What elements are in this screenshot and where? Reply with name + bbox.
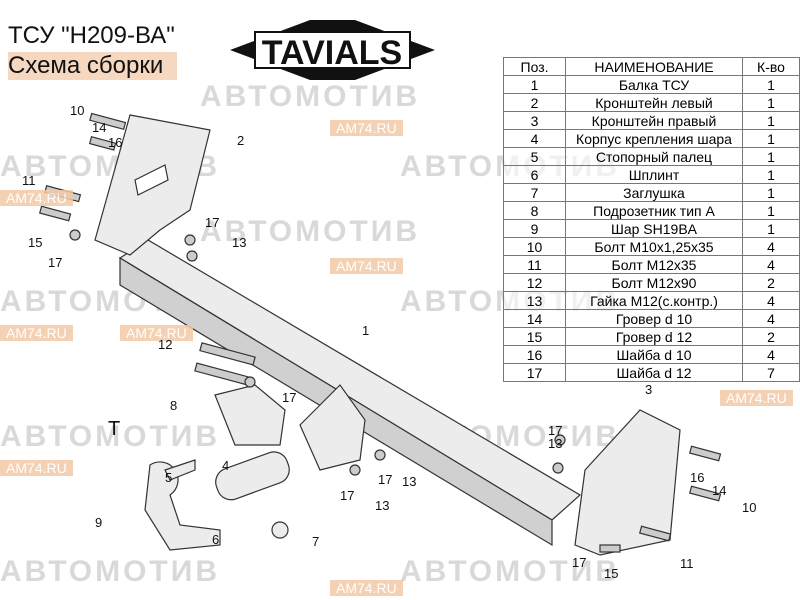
part-callout: 14 (712, 483, 727, 498)
part-callout: 17 (282, 390, 297, 405)
part-callout: 16 (108, 135, 123, 150)
part-callout: 2 (237, 133, 245, 148)
part-callout: 17 (378, 472, 393, 487)
mount-plate (299, 384, 366, 471)
row-name: Болт М12х35 (565, 255, 743, 274)
part-callout: 13 (232, 235, 247, 250)
tow-ball-9 (144, 461, 221, 551)
part-callout: 14 (92, 120, 107, 135)
part-callout: 1 (362, 323, 370, 338)
watermark-site: AM74.RU (330, 580, 403, 596)
part-callout: 13 (375, 498, 390, 513)
part-callout: 17 (340, 488, 355, 503)
tavials-logo: TAVIALS (230, 20, 435, 80)
col-pos: Поз. (503, 57, 566, 76)
right-bracket (574, 409, 681, 556)
part-callout: 17 (48, 255, 63, 270)
part-callout: 4 (222, 458, 230, 473)
watermark: АВТОМОТИВ (200, 215, 420, 248)
watermark-site: AM74.RU (720, 390, 793, 406)
row-name: Стопорный палец (565, 147, 743, 166)
row-name: Кронштейн левый (565, 93, 743, 112)
row-pos: 14 (503, 309, 566, 328)
row-pos: 12 (503, 273, 566, 292)
part-callout: 10 (742, 500, 757, 515)
watermark-site: AM74.RU (0, 325, 73, 341)
row-qty: 7 (742, 363, 800, 382)
watermark: АВТОМОТИВ (200, 80, 420, 113)
socket-plate-8 (214, 384, 286, 446)
part-callout: 13 (402, 474, 417, 489)
watermark-site: AM74.RU (330, 120, 403, 136)
beam (118, 239, 582, 521)
watermark: АВТОМОТИВ (0, 420, 220, 453)
part-callout: 13 (548, 436, 563, 451)
row-qty: 1 (742, 129, 800, 148)
watermark-site: AM74.RU (330, 258, 403, 274)
watermark: АВТОМОТИВ (400, 555, 620, 588)
part-callout: 5 (165, 470, 173, 485)
part-callout: 8 (170, 398, 178, 413)
part-callout: 15 (604, 566, 619, 581)
watermark-site: AM74.RU (120, 325, 193, 341)
part-callout: 17 (572, 555, 587, 570)
part-callout: 17 (205, 215, 220, 230)
row-name: Гайка М12(с.контр.) (565, 291, 743, 310)
part-callout: 12 (158, 337, 173, 352)
part-callout: 16 (690, 470, 705, 485)
part-callout: 11 (680, 556, 694, 571)
part-callout: 3 (645, 382, 653, 397)
row-name: Шайба d 12 (565, 363, 743, 382)
page-subtitle: Схема сборки (8, 52, 178, 80)
part-callout: 6 (212, 532, 220, 547)
part-callout: 15 (28, 235, 43, 250)
watermark: АВТОМОТИВ (0, 555, 220, 588)
row-name: Балка ТСУ (565, 75, 743, 94)
pin-5 (164, 459, 196, 481)
part-callout: 17 (548, 423, 563, 438)
cap-7 (271, 521, 289, 539)
part-callout: 9 (95, 515, 103, 530)
ball-housing-4 (215, 451, 290, 501)
row-name: Болт М10х1,25х35 (565, 237, 743, 256)
page-title: ТСУ "Н209-ВА" (8, 22, 175, 49)
row-name: Шайба d 10 (565, 345, 743, 364)
watermark-site: AM74.RU (0, 460, 73, 476)
part-callout: 10 (70, 103, 85, 118)
watermark-site: AM74.RU (0, 190, 73, 206)
svg-text:TAVIALS: TAVIALS (262, 34, 402, 72)
col-name: НАИМЕНОВАНИЕ (565, 57, 743, 76)
part-callout: 7 (312, 534, 320, 549)
part-callout: T (108, 418, 121, 440)
part-callout: 11 (22, 173, 36, 188)
